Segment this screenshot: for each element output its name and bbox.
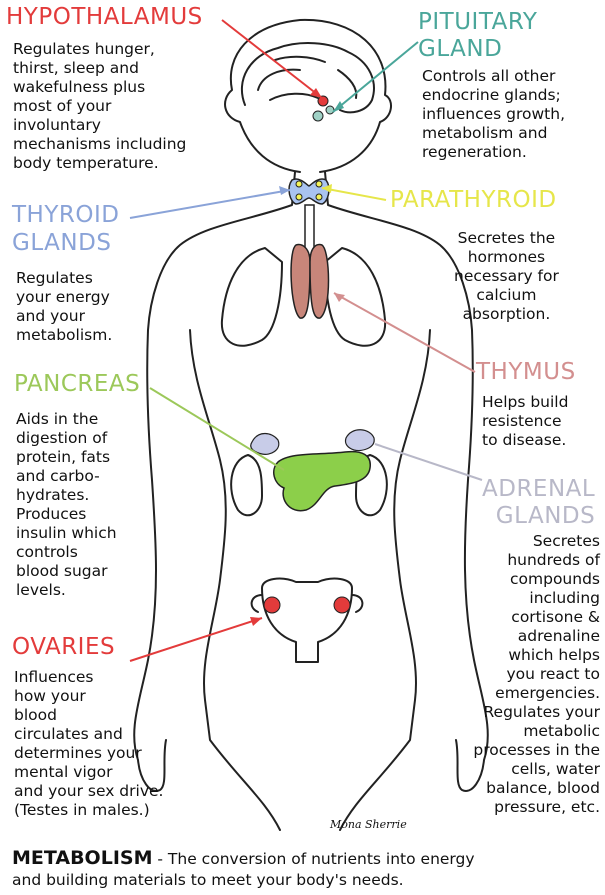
- metabolism-definition: METABOLISM - The conversion of nutrients…: [12, 848, 602, 891]
- pointer-arrowheads: [250, 88, 345, 626]
- artist-signature: Mona Sherrie: [330, 818, 407, 831]
- thymus-description: Helps build resistence to disease.: [482, 393, 568, 450]
- thyroid-gland: [289, 179, 329, 204]
- metabolism-term: METABOLISM: [12, 847, 152, 869]
- hypothalamus-title: HYPOTHALAMUS: [6, 6, 203, 29]
- adrenal-glands: [251, 430, 374, 455]
- pituitary-gland: [313, 106, 334, 121]
- hypothalamus-pointer: [222, 20, 322, 98]
- adrenal-pointer: [375, 444, 482, 480]
- parathyroid-description: Secretes the hormones necessary for calc…: [454, 229, 559, 324]
- trachea: [305, 205, 314, 255]
- hypothalamus-description: Regulates hunger, thirst, sleep and wake…: [13, 40, 186, 173]
- parathyroid-title: PARATHYROID: [390, 189, 557, 212]
- thyroid-description: Regulates your energy and your metabolis…: [16, 269, 112, 345]
- thymus-gland: [291, 245, 328, 319]
- hypothalamus-gland: [318, 96, 328, 106]
- ovaries-title: OVARIES: [12, 636, 115, 659]
- pancreas-title: PANCREAS: [14, 373, 140, 396]
- pituitary-title: PITUITARY GLAND: [418, 9, 537, 63]
- thymus-title: THYMUS: [476, 361, 576, 384]
- parathyroid-pointer: [322, 188, 386, 200]
- thyroid-title: THYROID GLANDS: [12, 201, 119, 257]
- pancreas-description: Aids in the digestion of protein, fats a…: [16, 410, 117, 600]
- pituitary-description: Controls all other endocrine glands; inf…: [422, 67, 565, 162]
- ovaries-description: Influences how your blood circulates and…: [14, 668, 163, 820]
- ovary-glands: [264, 597, 350, 613]
- pancreas-pointer: [150, 388, 284, 470]
- ovaries-pointer: [130, 618, 262, 661]
- adrenal-description: Secretes hundreds of compounds including…: [428, 532, 600, 817]
- adrenal-title: ADRENAL GLANDS: [482, 476, 595, 530]
